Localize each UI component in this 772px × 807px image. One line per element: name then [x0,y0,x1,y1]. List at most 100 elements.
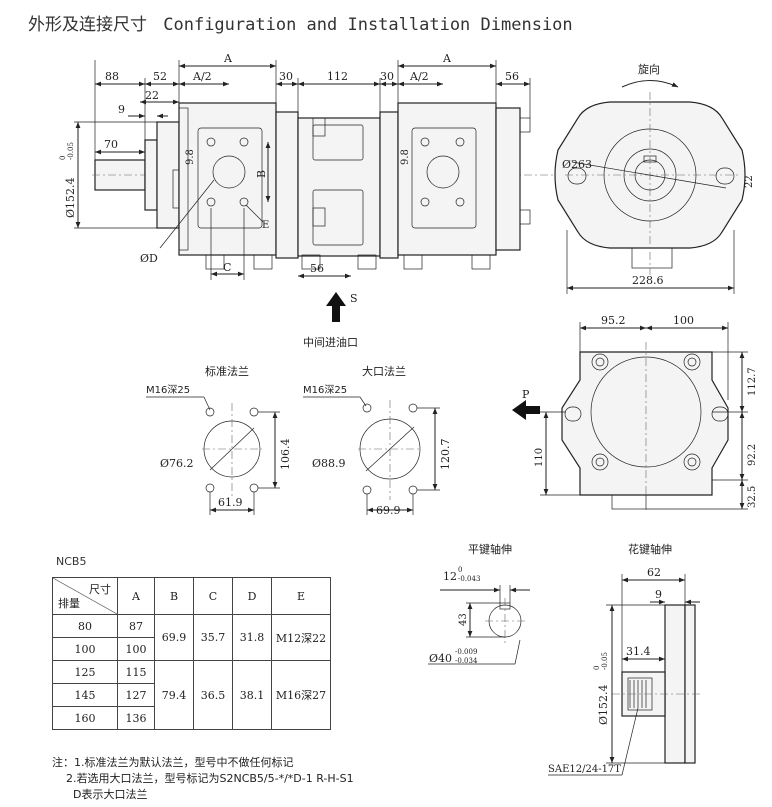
rear-flange [379,111,399,259]
large-flange-height: 120.7 [439,439,452,471]
model-label: NCB5 [56,555,87,568]
note-1: 注：1.标准法兰为默认法兰，型号中不做任何标记 [52,756,294,769]
col-A: A [117,577,155,615]
standard-flange-dia: Ø76.2 [160,457,194,470]
inlet-indicator: S 中间进油口 [303,292,358,349]
standard-flange: 标准法兰 M16深25 Ø76.2 106.4 61.9 [146,364,292,515]
dim-70: 70 [104,138,118,151]
title-cn: 外形及连接尺寸 [28,15,147,35]
key-shaft-dia: Ø40 [429,652,452,665]
dim-110: 110 [534,448,545,467]
table-row: 125 115 79.4 36.5 38.1 M16深27 [52,660,331,730]
svg-text:0: 0 [59,156,67,160]
side-view: A A 88 52 A/2 30 112 30 A/2 56 22 9 70 [59,52,560,280]
dim-32.5: 32.5 [747,486,758,508]
dim-A2-front: A/2 [192,70,212,83]
spline-dia: Ø152.4 [597,684,610,725]
dim-52: 52 [153,70,167,83]
label-S: S [350,292,358,305]
dim-22: 22 [145,89,159,102]
notes: 注：1.标准法兰为默认法兰，型号中不做任何标记 2.若选用大口法兰，型号标记为S… [52,755,354,803]
standard-flange-title: 标准法兰 [205,364,249,378]
spline-9: 9 [655,588,662,601]
dim-30-rear: 30 [380,70,394,83]
table-row: 100 100 [52,637,331,661]
key-height: 43 [458,613,469,626]
dim-112: 112 [327,70,348,83]
note-2: 2.若选用大口法兰，型号标记为S2NCB5/5-*/*D-1 R-H-S1 [52,772,354,785]
key-width: 12 [443,570,457,583]
dim-95.2: 95.2 [601,314,626,327]
rear-port-pad [411,127,477,229]
table-corner: 尺寸 排量 [53,578,117,614]
front-pump-body [178,102,277,256]
spline-flange [664,604,686,764]
svg-text:-0.043: -0.043 [458,575,480,583]
dimension-table: 尺寸 排量 A B C D E 80 87 69.9 35.7 31.8 M12… [52,577,331,730]
dim-100: 100 [673,314,694,327]
label-P: P [522,388,530,401]
dim-A-front: A [223,52,233,65]
dim-A2-rear: A/2 [409,70,429,83]
page-title: 外形及连接尺寸 Configuration and Installation D… [28,10,573,35]
center-inlet-label: 中间进油口 [303,335,358,349]
dim-B: B [255,170,268,178]
key-shaft-title: 平键轴伸 [468,542,512,556]
dim-88: 88 [105,70,119,83]
middle-body [297,117,381,257]
svg-text:-0.05: -0.05 [67,142,75,160]
col-D: D [232,577,272,615]
spline-62: 62 [647,566,661,579]
dim-E: E [262,220,269,231]
dim-9.8-front: 9.8 [185,149,196,165]
standard-flange-thread: M16深25 [146,384,190,396]
mount-flange [144,139,158,211]
dim-92.2: 92.2 [747,444,758,466]
dim-22-keyway: 22 [744,175,755,188]
svg-text:-0.05: -0.05 [601,652,609,670]
rear-port [426,155,460,189]
large-flange-title: 大口法兰 [362,364,406,378]
svg-text:-0.009: -0.009 [455,648,477,656]
dim-dia152-side: Ø152.4 [64,177,77,218]
col-E: E [271,577,331,615]
table-row: 80 87 69.9 35.7 31.8 M12深22 [52,614,331,661]
spline-sae: SAE12/24-17T [548,764,621,775]
rear-view: 95.2 100 112.7 92.2 32.5 110 P [512,314,758,512]
pilot [156,121,180,229]
dim-56-top: 56 [505,70,519,83]
rotation-label: 旋向 [638,62,660,76]
rear-outline [561,351,729,496]
standard-flange-height: 106.4 [279,439,292,471]
middle-flange [275,111,299,259]
col-B: B [154,577,194,615]
large-flange-dia: Ø88.9 [312,457,346,470]
svg-text:-0.034: -0.034 [455,657,478,665]
dim-56-bottom: 56 [310,262,324,275]
large-flange-width: 69.9 [376,504,401,517]
keyed-shaft-view: 平键轴伸 12 0 -0.043 43 Ø40 -0.009 -0.034 [428,542,530,665]
front-port [212,155,246,189]
dim-C: C [223,261,231,274]
end-cover [495,107,521,251]
spline-shaft-title: 花键轴伸 [628,542,672,556]
spline-31.4: 31.4 [626,645,651,658]
dim-dia263: Ø263 [562,158,592,171]
large-flange-thread: M16深25 [303,384,347,396]
front-port-pad [197,127,263,229]
arrow-left-icon [512,400,540,420]
dim-228.6: 228.6 [632,274,664,287]
rear-pump-body [397,102,497,256]
title-en: Configuration and Installation Dimension [163,15,573,35]
dim-9.8-rear: 9.8 [400,149,411,165]
large-flange: 大口法兰 M16深25 Ø88.9 120.7 69.9 [303,364,452,517]
table-header-row: 尺寸 排量 A B C D E [52,577,331,615]
dim-9: 9 [118,103,125,116]
front-view: 旋向 Ø263 22 228.6 [554,62,755,294]
dim-30-front: 30 [279,70,293,83]
arrow-up-icon [326,292,346,322]
dim-A-rear: A [442,52,452,65]
table-row: 160 136 [52,706,331,730]
note-3: D表示大口法兰 [52,788,148,801]
spline-shaft-view: 花键轴伸 62 9 31.4 Ø152.4 0 -0.05 SAE12/24-1… [548,542,700,776]
